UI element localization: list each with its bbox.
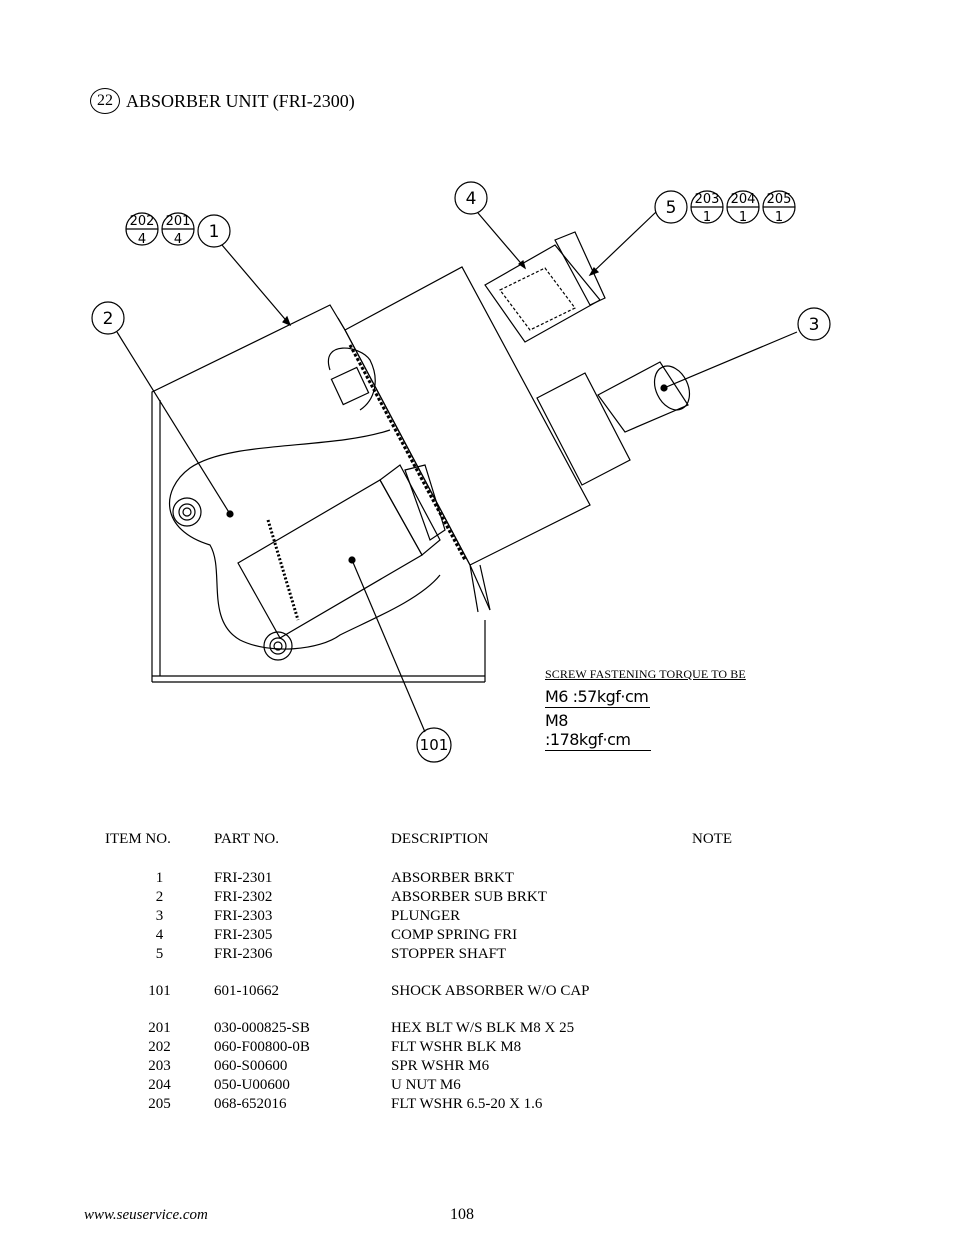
hardware-bolts	[172, 366, 370, 661]
spring-and-stopper	[484, 231, 606, 343]
page-number: 108	[450, 1206, 474, 1223]
svg-text:101: 101	[420, 736, 449, 754]
svg-text:1: 1	[703, 210, 711, 225]
absorber-sub-bracket	[168, 347, 441, 650]
svg-text:4: 4	[138, 232, 146, 247]
section-number-circle: 22	[90, 88, 120, 114]
svg-text:4: 4	[174, 232, 182, 247]
callout-204: 204 1	[726, 190, 760, 225]
svg-text:203: 203	[695, 192, 720, 207]
svg-text:2: 2	[103, 309, 114, 329]
svg-text:1: 1	[209, 222, 220, 242]
callout-3: 3	[797, 307, 831, 341]
callout-205: 205 1	[762, 190, 796, 225]
svg-text:4: 4	[466, 189, 477, 209]
svg-text:201: 201	[166, 214, 191, 229]
callout-2: 2	[91, 301, 125, 335]
svg-text:204: 204	[731, 192, 756, 207]
callout-101: 101	[416, 727, 452, 763]
absorber-housing	[337, 266, 591, 613]
header-description: DESCRIPTION	[391, 831, 489, 847]
page-title: ABSORBER UNIT (FRI-2300)	[126, 90, 355, 111]
parts-table-header: ITEM NO. PART NO. DESCRIPTION NOTE	[105, 831, 792, 869]
header-note: NOTE	[692, 831, 732, 847]
svg-text:3: 3	[809, 315, 820, 335]
callout-203: 203 1	[690, 190, 724, 225]
callout-4: 4	[454, 181, 488, 215]
svg-text:5: 5	[666, 198, 677, 218]
torque-note-title: SCREW FASTENING TORQUE TO BE	[545, 667, 746, 681]
absorber-bracket-outline	[151, 304, 486, 683]
svg-text:1: 1	[775, 210, 783, 225]
header-item-no: ITEM NO.	[105, 831, 171, 847]
footer-url[interactable]: www.seuservice.com	[84, 1207, 208, 1223]
svg-text:202: 202	[130, 214, 155, 229]
exploded-parts-drawing: 1 2 3 4 5 101 202 4 201 4 203 1	[91, 181, 831, 763]
svg-text:1: 1	[739, 210, 747, 225]
torque-m6: M6 :57kgf·cm	[545, 687, 650, 708]
svg-text:205: 205	[767, 192, 792, 207]
shock-absorber-body	[237, 464, 446, 639]
header-part-no: PART NO.	[214, 831, 279, 847]
callout-202: 202 4	[125, 212, 159, 247]
plunger	[536, 361, 691, 486]
leader-lines	[116, 211, 798, 733]
callout-201: 201 4	[161, 212, 195, 247]
section-header: 22 ABSORBER UNIT (FRI-2300)	[90, 88, 355, 114]
torque-m8: M8 :178kgf·cm	[545, 711, 651, 751]
callout-5: 5	[654, 190, 688, 224]
callout-1: 1	[197, 214, 231, 248]
